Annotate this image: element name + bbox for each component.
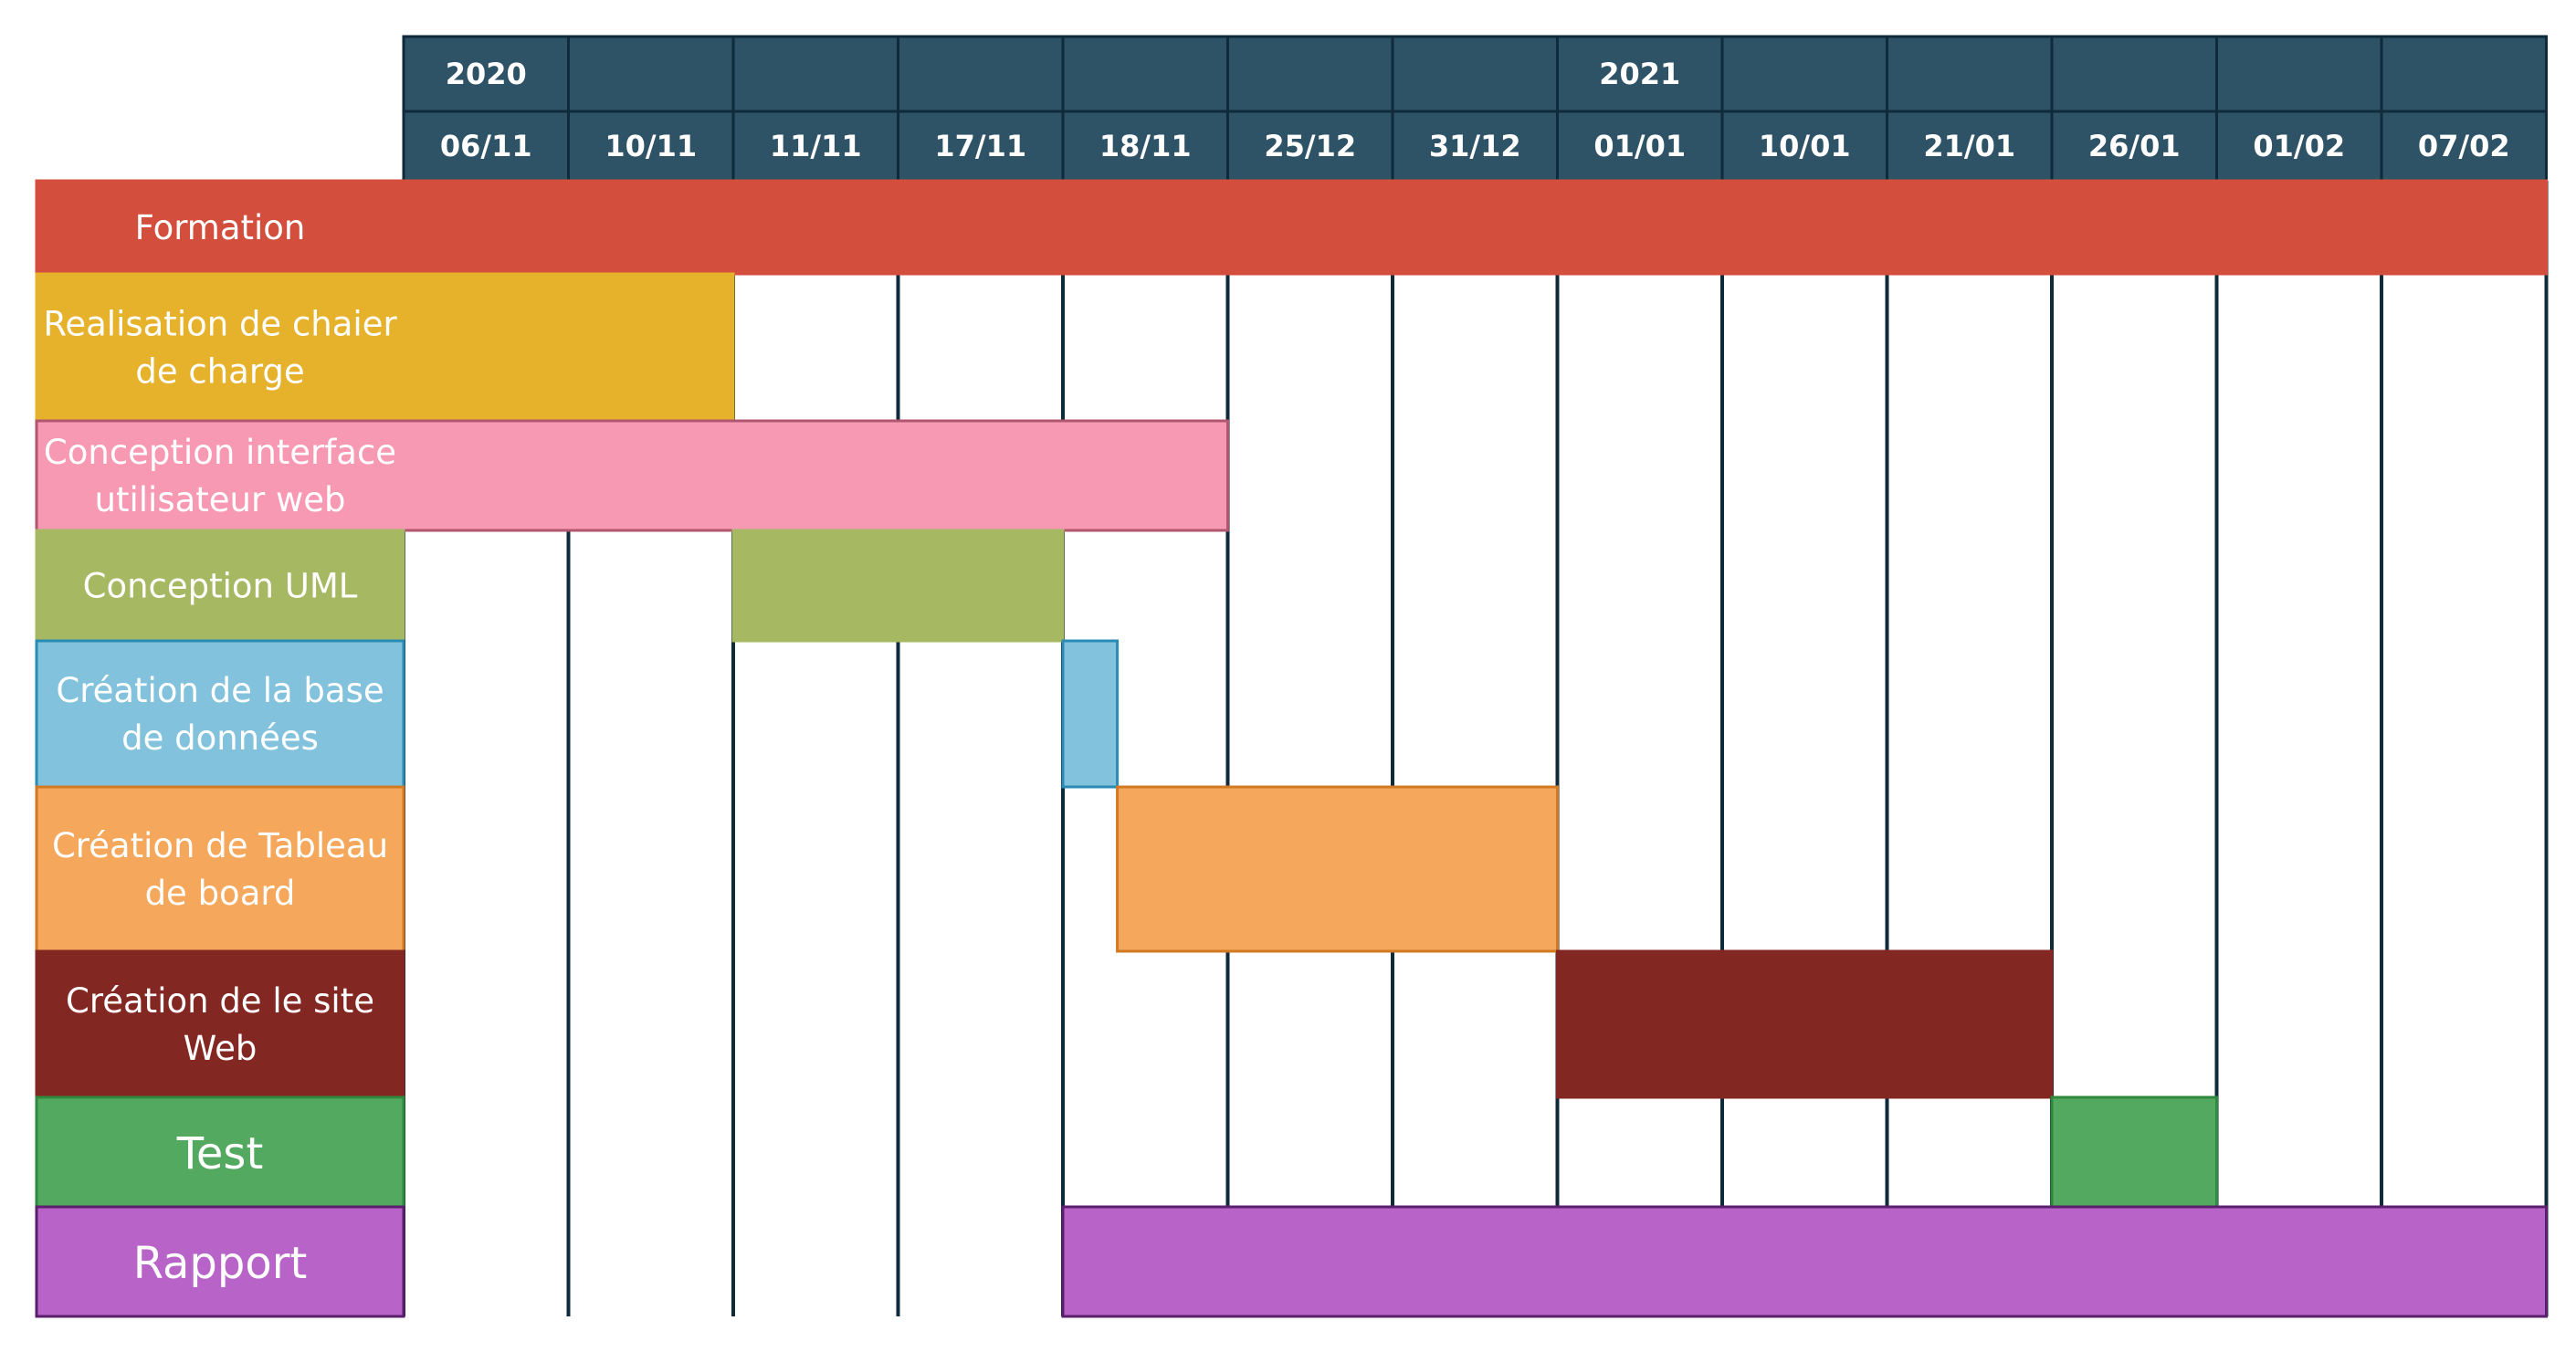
date-label: 17/11 <box>934 129 1026 163</box>
year-cell <box>1061 35 1229 113</box>
task-label-cell <box>35 529 405 643</box>
task-label: Test <box>176 1128 264 1179</box>
task-row: Conception interface utilisateur web <box>35 419 1229 532</box>
date-cell <box>402 110 570 183</box>
year-cell <box>2380 35 2548 113</box>
task-label: Rapport <box>133 1238 308 1289</box>
date-cell <box>1886 110 2054 183</box>
task-row: Rapport <box>35 1205 2548 1318</box>
date-label: 07/02 <box>2418 129 2510 163</box>
date-label: 06/11 <box>440 129 532 163</box>
task-label: de charge <box>135 352 304 392</box>
task-label-cell <box>35 1095 405 1209</box>
year-cell <box>897 35 1065 113</box>
task-bar <box>2050 1095 2218 1209</box>
year-cell <box>1226 35 1394 113</box>
year-label: 2021 <box>1599 57 1680 91</box>
task-bar-fill <box>38 423 1226 529</box>
task-label: de board <box>145 874 296 913</box>
task-label-cell <box>35 1205 405 1318</box>
year-cell <box>2215 35 2383 113</box>
date-label: 21/01 <box>1923 129 2015 163</box>
task-label-cell <box>35 639 405 789</box>
year-cell <box>1886 35 2054 113</box>
year-cell <box>731 35 899 113</box>
date-label: 01/02 <box>2253 129 2345 163</box>
task-row: Conception UML <box>35 529 1065 643</box>
task-bar <box>1061 1205 2548 1318</box>
date-label: 25/12 <box>1264 129 1356 163</box>
task-label: Conception interface <box>44 433 396 472</box>
date-label: 10/01 <box>1759 129 1851 163</box>
date-label: 11/11 <box>770 129 862 163</box>
timeline-header: 2020 06/11 10/11 11/11 17/11 18/11 25/12 31/12 2… <box>402 35 2548 183</box>
task-row: Test <box>35 1095 2218 1209</box>
task-bar <box>731 529 1065 643</box>
task-bar <box>1061 639 1120 789</box>
year-cell <box>1720 35 1888 113</box>
year-cell <box>567 35 735 113</box>
task-label: Realisation de chaier <box>43 305 397 344</box>
task-label: Web <box>184 1029 258 1068</box>
task-bar <box>1116 785 1559 953</box>
task-label: Création de le site <box>66 981 374 1021</box>
date-cell <box>1556 110 1724 183</box>
task-row: Realisation de chaier de charge <box>35 272 735 423</box>
date-label: 10/11 <box>605 129 697 163</box>
year-cell <box>2050 35 2218 113</box>
year-cell <box>1391 35 1559 113</box>
task-bar-fill <box>38 276 731 419</box>
task-row: Création de la base de données <box>35 639 1120 789</box>
task-label: de données <box>121 718 319 758</box>
date-label: 01/01 <box>1593 129 1686 163</box>
year-label: 2020 <box>446 57 527 91</box>
task-label-cell <box>35 785 405 953</box>
date-label: 18/11 <box>1099 129 1192 163</box>
task-bar-fill <box>38 183 2545 272</box>
task-bar <box>1556 949 2054 1099</box>
task-row: Formation <box>35 179 2548 276</box>
task-label-cell <box>35 949 405 1099</box>
date-label: 31/12 <box>1429 129 1521 163</box>
task-label: Conception UML <box>83 567 358 606</box>
task-row: Création de Tableau de board <box>35 785 1559 953</box>
year-cell <box>402 35 570 113</box>
date-label: 26/01 <box>2088 129 2181 163</box>
task-label: Création de Tableau <box>52 826 388 865</box>
date-cell <box>1061 110 1229 183</box>
date-cell <box>2215 110 2383 183</box>
task-label: utilisateur web <box>95 480 346 519</box>
date-cell <box>1391 110 1559 183</box>
task-label: Création de la base <box>56 671 384 710</box>
task-label: Formation <box>135 208 306 247</box>
